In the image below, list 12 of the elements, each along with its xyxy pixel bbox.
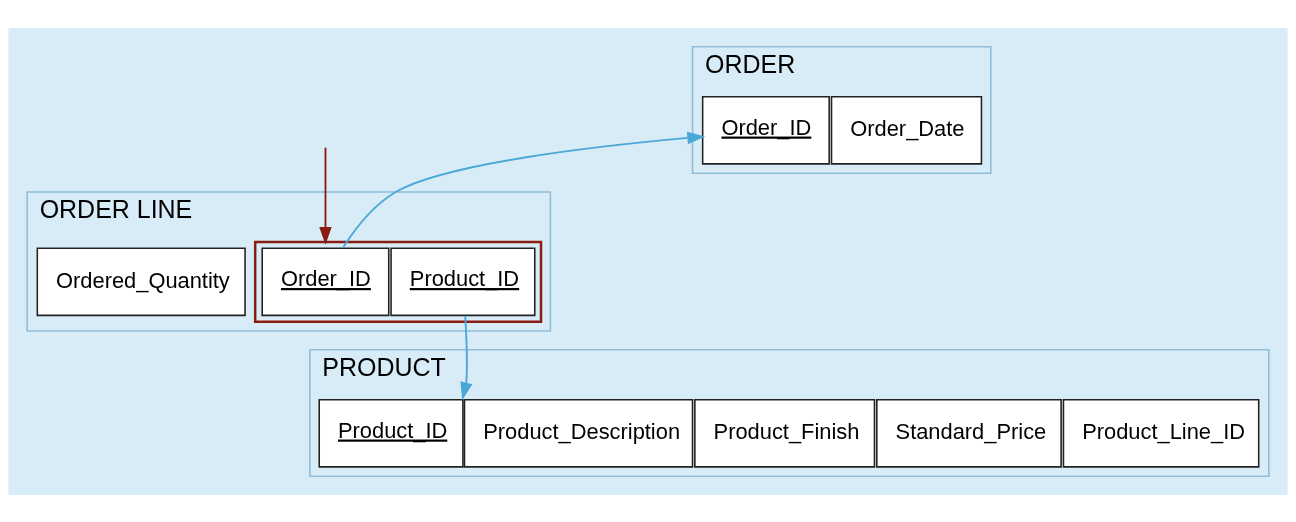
- node-box: Product_ID: [318, 398, 464, 468]
- node-box: Product_Finish: [694, 398, 876, 468]
- node-box: Order_ID: [701, 95, 830, 165]
- node-box: Product_ID: [390, 246, 536, 316]
- node-box: Product_Line_ID: [1062, 398, 1260, 468]
- node-box: Product_Description: [463, 398, 694, 468]
- arrow: [342, 131, 706, 249]
- cluster: [253, 240, 543, 323]
- node-box: Standard_Price: [876, 398, 1062, 468]
- node-box: Order_ID: [261, 246, 390, 316]
- arrow: [319, 146, 332, 245]
- node-box: Order_Date: [830, 95, 983, 165]
